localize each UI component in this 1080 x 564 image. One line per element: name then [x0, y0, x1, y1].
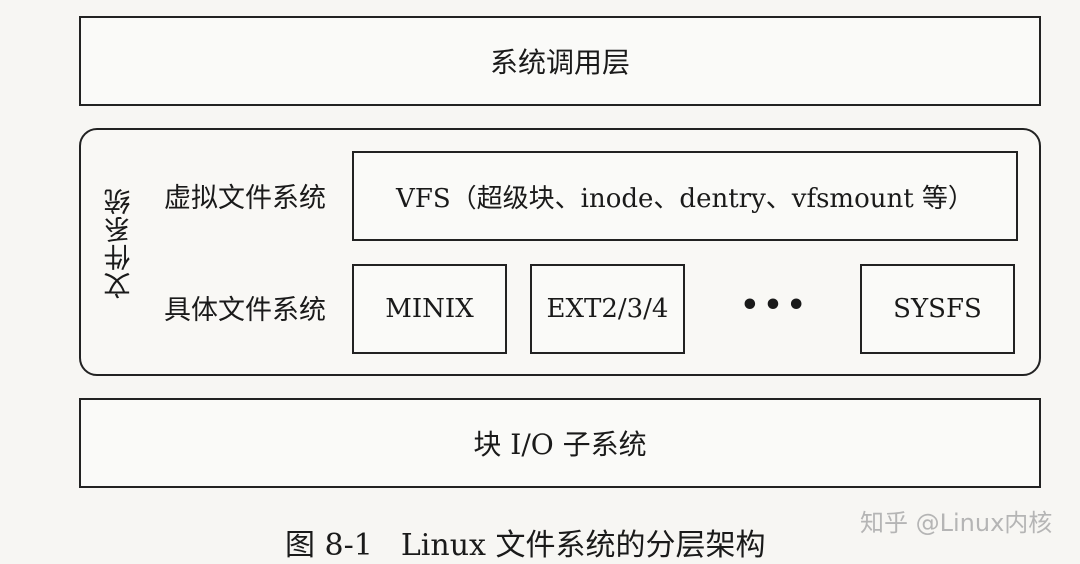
figure-number: 图 8-1	[285, 528, 373, 563]
minix-box: MINIX	[352, 264, 507, 354]
figure-caption: 图 8-1 Linux 文件系统的分层架构	[285, 520, 793, 564]
vfs-row-label: 虚拟文件系统	[164, 183, 326, 214]
sysfs-box: SYSFS	[860, 264, 1015, 354]
minix-label: MINIX	[385, 294, 474, 324]
figure-title: Linux 文件系统的分层架构	[400, 528, 766, 563]
block-io-layer-box: 块 I/O 子系统	[79, 398, 1041, 488]
sysfs-label: SYSFS	[893, 294, 982, 324]
filesystem-group-label: 文件系统	[104, 187, 136, 299]
concrete-fs-row-label: 具体文件系统	[164, 295, 326, 326]
ellipsis: •••	[740, 287, 810, 323]
vfs-box-label: VFS（超级块、inode、dentry、vfsmount 等）	[396, 183, 974, 214]
ext-label: EXT2/3/4	[546, 294, 669, 324]
ext-box: EXT2/3/4	[530, 264, 685, 354]
watermark: 知乎 @Linux内核	[860, 509, 1053, 537]
syscall-layer-box: 系统调用层	[79, 16, 1041, 106]
vfs-box: VFS（超级块、inode、dentry、vfsmount 等）	[352, 151, 1018, 241]
block-io-layer-label: 块 I/O 子系统	[473, 428, 647, 461]
syscall-layer-label: 系统调用层	[489, 46, 630, 79]
